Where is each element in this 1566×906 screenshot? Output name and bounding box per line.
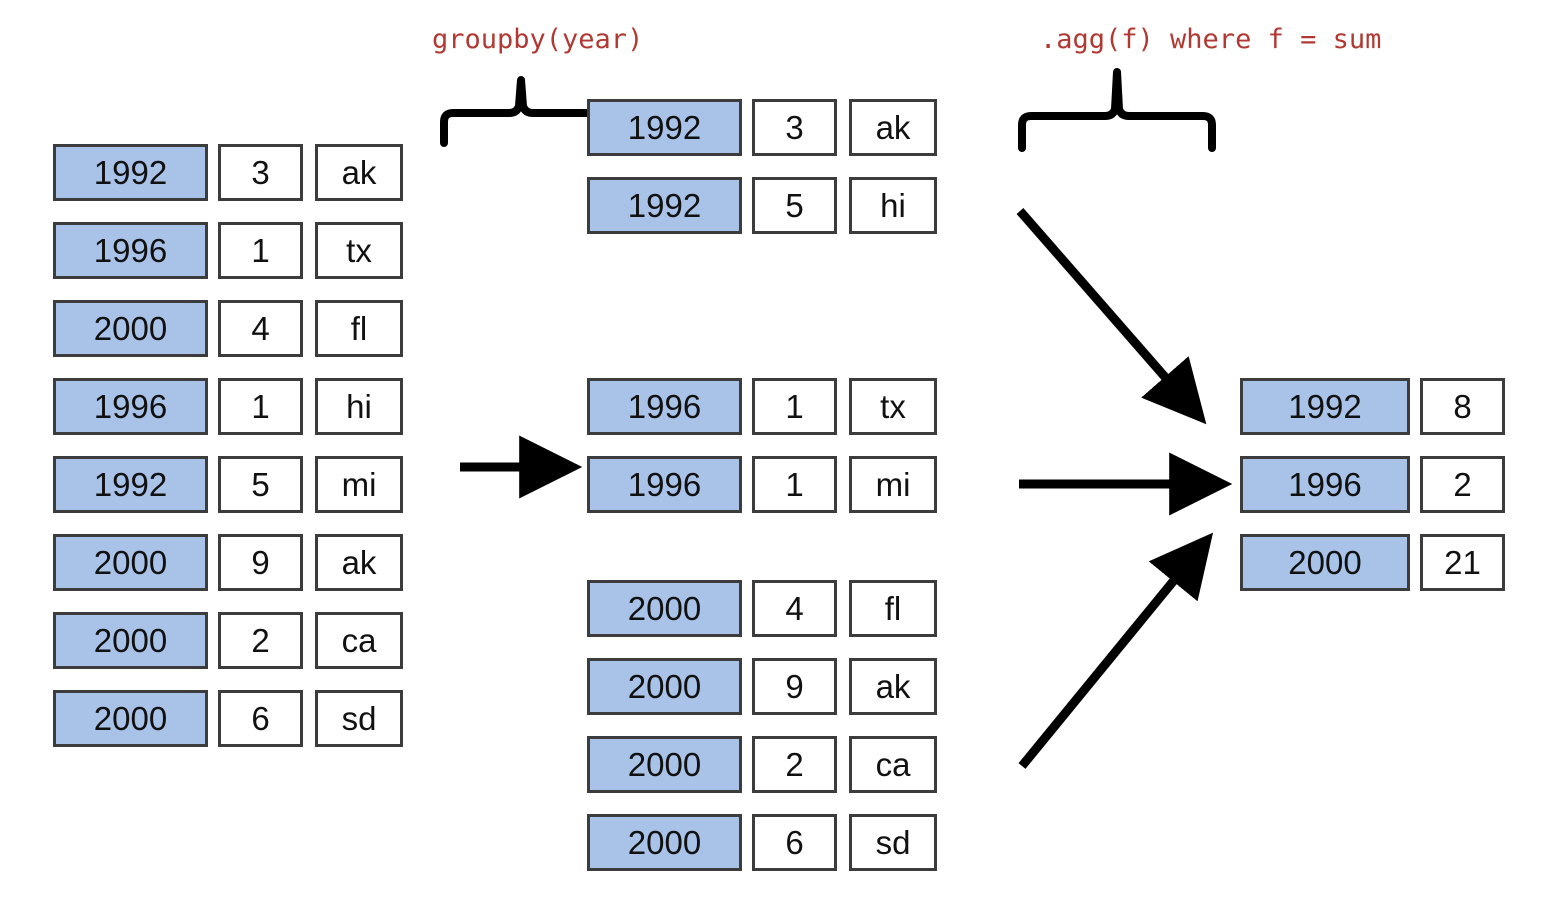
result-cell-value: 8 [1420,378,1505,435]
source-cell-value: 1 [218,222,303,279]
source-cell-state: mi [315,456,403,513]
group-2000-cell-year: 2000 [587,580,742,637]
source-cell-year: 1992 [53,456,208,513]
source-cell-value: 4 [218,300,303,357]
arrow-group1992-to-result [1016,208,1207,425]
source-cell-year: 2000 [53,612,208,669]
source-cell-year: 2000 [53,300,208,357]
group-2000-cell-state: sd [849,814,937,871]
group-2000-cell-state: ak [849,658,937,715]
group-1992-cell-state: hi [849,177,937,234]
source-cell-year: 1996 [53,222,208,279]
group-1996-cell-state: tx [849,378,937,435]
group-1992-cell-year: 1992 [587,177,742,234]
source-cell-value: 1 [218,378,303,435]
source-cell-state: fl [315,300,403,357]
group-2000-cell-value: 9 [752,658,837,715]
source-cell-state: sd [315,690,403,747]
source-cell-value: 6 [218,690,303,747]
group-1992-cell-value: 3 [752,99,837,156]
source-cell-value: 3 [218,144,303,201]
result-cell-year: 1996 [1240,456,1410,513]
group-1996-cell-state: mi [849,456,937,513]
source-cell-state: hi [315,378,403,435]
source-cell-year: 2000 [53,534,208,591]
result-cell-year: 2000 [1240,534,1410,591]
source-cell-state: ak [315,144,403,201]
group-1992-cell-state: ak [849,99,937,156]
result-cell-year: 1992 [1240,378,1410,435]
annotation-agg-label: .agg(f) where f = sum [1040,24,1382,55]
source-cell-value: 2 [218,612,303,669]
source-cell-value: 5 [218,456,303,513]
group-2000-cell-value: 2 [752,736,837,793]
group-1992-cell-value: 5 [752,177,837,234]
group-2000-cell-state: fl [849,580,937,637]
brace-groupby-icon [440,76,602,147]
group-2000-cell-value: 4 [752,580,837,637]
group-2000-cell-year: 2000 [587,658,742,715]
brace-agg-icon [1018,68,1216,152]
group-2000-cell-state: ca [849,736,937,793]
group-2000-cell-value: 6 [752,814,837,871]
source-cell-year: 1996 [53,378,208,435]
source-cell-value: 9 [218,534,303,591]
group-1996-cell-value: 1 [752,378,837,435]
group-1996-cell-value: 1 [752,456,837,513]
source-cell-state: ca [315,612,403,669]
result-cell-value: 21 [1420,534,1505,591]
group-1992-cell-year: 1992 [587,99,742,156]
group-2000-cell-year: 2000 [587,736,742,793]
group-2000-cell-year: 2000 [587,814,742,871]
group-1996-cell-year: 1996 [587,378,742,435]
arrow-group2000-to-result [1018,532,1214,769]
annotation-groupby-label: groupby(year) [432,24,644,55]
group-1996-cell-year: 1996 [587,456,742,513]
source-cell-year: 1992 [53,144,208,201]
result-cell-value: 2 [1420,456,1505,513]
source-cell-state: tx [315,222,403,279]
source-cell-state: ak [315,534,403,591]
source-cell-year: 2000 [53,690,208,747]
